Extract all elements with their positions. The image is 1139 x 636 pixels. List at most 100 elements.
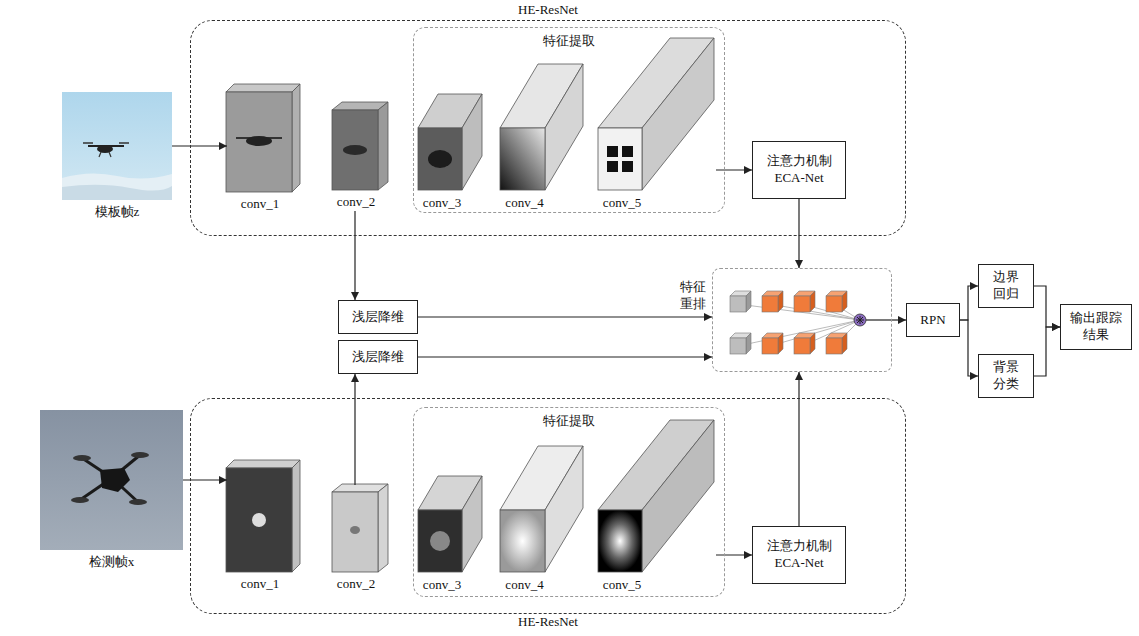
- cube-face: [462, 94, 482, 190]
- network-block: conv_3 conv_4 conv_5 特征提取: [413, 407, 725, 597]
- layer-label: conv_5: [600, 195, 644, 212]
- feature-map: conv_2: [333, 103, 389, 211]
- drone-rotor: [83, 142, 93, 144]
- cube-face: [826, 338, 842, 354]
- map-detail: [343, 145, 367, 155]
- arrow-connector: [960, 320, 978, 376]
- block-title: HE-ResNet: [191, 614, 905, 631]
- cube-face: [378, 102, 388, 190]
- drone-body: [97, 145, 113, 153]
- feature-map: conv_5: [600, 422, 716, 594]
- node-label: RPN: [920, 312, 945, 329]
- cube-face: [778, 333, 783, 354]
- feature-cubes-top: [226, 38, 714, 192]
- cube-face: [292, 84, 300, 192]
- network-block: conv_1conv_2conv_3conv_4conv_5特征提取注意力机制 …: [190, 20, 906, 236]
- cube-face: [746, 291, 751, 312]
- node-label: 背景分类: [992, 359, 1019, 393]
- star-stroke: [857, 317, 863, 323]
- cube-face: [378, 484, 388, 572]
- feature-map: conv_4: [502, 66, 585, 212]
- cube-face: [598, 510, 642, 572]
- node-label: 边界回归: [992, 269, 1019, 303]
- arrow-connector: [960, 286, 978, 320]
- feature-map: conv_1: [227, 85, 301, 213]
- cube-face: [598, 128, 642, 190]
- template-ground: [62, 185, 172, 200]
- map-detail: [607, 161, 618, 172]
- cube-face: [462, 476, 482, 572]
- cube-face: [810, 291, 815, 312]
- cube-face: [730, 338, 746, 354]
- arrow-connector: [716, 169, 752, 170]
- process-box: 背景分类: [978, 354, 1034, 398]
- cube-face: [842, 291, 847, 312]
- map-detail: [252, 513, 266, 527]
- cube-face: [794, 296, 810, 312]
- cube-face: [762, 296, 778, 312]
- drone-rotor: [119, 142, 129, 144]
- layer-label: conv_1: [227, 196, 293, 213]
- arrow-connector: [172, 145, 227, 146]
- node-label: 输出跟踪结果: [1069, 310, 1122, 344]
- node-label: 浅层降维: [352, 349, 404, 366]
- map-detail: [246, 136, 272, 146]
- layer-label: conv_3: [420, 195, 464, 212]
- layer-label: conv_5: [600, 577, 644, 594]
- cube-face: [826, 296, 842, 312]
- frame-caption: 模板帧z: [62, 204, 172, 221]
- cube-face: [545, 446, 583, 572]
- cube-face: [794, 338, 810, 354]
- template-image: [62, 92, 172, 200]
- layer-label: conv_2: [333, 576, 379, 593]
- feature-map: conv_5: [600, 40, 716, 212]
- feature-map: conv_3: [420, 478, 484, 594]
- layer-label: conv_1: [227, 576, 293, 593]
- layer-label: conv_4: [502, 577, 547, 594]
- template-ground: [62, 173, 172, 200]
- feature-map: conv_2: [333, 485, 389, 593]
- drone-rotor: [71, 497, 89, 503]
- layer-label: conv_3: [420, 577, 464, 594]
- cube-face: [642, 38, 714, 190]
- cube-face: [500, 510, 545, 572]
- correlation-symbol: [854, 314, 866, 326]
- cube-face: [226, 92, 292, 192]
- node-label: 注意力机制 ECA-Net: [758, 538, 840, 572]
- arrow-connector: [798, 199, 799, 268]
- cube-face: [226, 84, 300, 92]
- layer-label: conv_4: [502, 195, 547, 212]
- cube-face: [292, 460, 300, 572]
- drone-leg: [99, 152, 101, 157]
- map-detail: [622, 146, 633, 157]
- feature-map: conv_3: [420, 96, 484, 212]
- input-frame: 检测帧x: [40, 410, 183, 571]
- cube-face: [545, 64, 583, 190]
- cube-face: [332, 492, 378, 572]
- cube-face: [842, 333, 847, 354]
- node-label: 注意力机制 ECA-Net: [758, 153, 840, 187]
- drone-rotor: [131, 452, 149, 458]
- process-box: RPN: [906, 303, 960, 337]
- arrow-connector: [354, 374, 355, 485]
- cube-face: [500, 128, 545, 190]
- drone-leg: [109, 152, 111, 157]
- cube-face: [226, 460, 300, 468]
- feature-map: conv_1: [227, 461, 301, 593]
- map-detail: [430, 531, 450, 551]
- cube-face: [810, 333, 815, 354]
- arrow-connector: [418, 356, 712, 357]
- map-detail: [350, 526, 360, 534]
- correlation-star: [856, 316, 864, 324]
- detection-image: [40, 410, 183, 550]
- block-title: HE-ResNet: [191, 2, 905, 19]
- block-title: 特征提取: [414, 413, 724, 430]
- network-block: conv_1 conv_2 conv_3 conv_4 conv_5 特征提取注意力机制 …: [190, 398, 906, 614]
- cube-face: [762, 338, 778, 354]
- cube-face: [778, 291, 783, 312]
- arrow-connector: [1034, 327, 1060, 376]
- map-detail: [428, 150, 452, 168]
- cube-face: [226, 468, 292, 572]
